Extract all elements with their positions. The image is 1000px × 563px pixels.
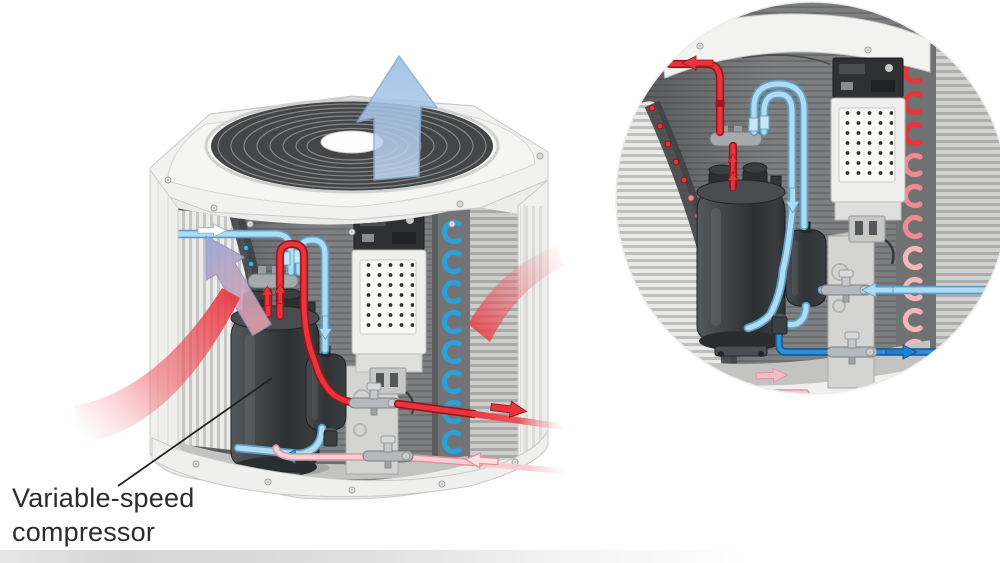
detail-inset-view: [615, 1, 1000, 395]
intake-air-arrow-right: [468, 246, 564, 342]
discharge-line-exit: [470, 410, 568, 431]
top-cap: [149, 96, 549, 236]
cutaway-interior: [176, 206, 518, 482]
main-unit-view: [74, 55, 568, 500]
inset-contactor-wire: [884, 238, 895, 265]
intake-air-arrow-left: [74, 288, 240, 444]
label-line2: compressor: [12, 516, 156, 547]
corner-post-right: [517, 178, 549, 457]
line-set-exit: [272, 398, 568, 474]
inset-electrical-control-box: [830, 57, 906, 243]
service-port-fitting: [323, 428, 338, 447]
fan-grille-rings: [217, 103, 487, 189]
exhaust-air-arrow: [356, 55, 438, 181]
inset-control-cable: [741, 54, 831, 65]
base-apron: [151, 429, 549, 498]
inset-top-cap: [659, 13, 931, 79]
corner-post-left: [149, 168, 179, 455]
electrical-control-box: [351, 209, 427, 395]
coil-airflow-gradient-arrow: [205, 235, 273, 337]
label-line1: Variable-speed: [12, 483, 195, 513]
bottom-gray-bar: [0, 550, 1000, 563]
inset-circle-edge: [615, 1, 1000, 395]
contactor-wire: [405, 391, 415, 415]
label-leader-line: [117, 377, 273, 487]
